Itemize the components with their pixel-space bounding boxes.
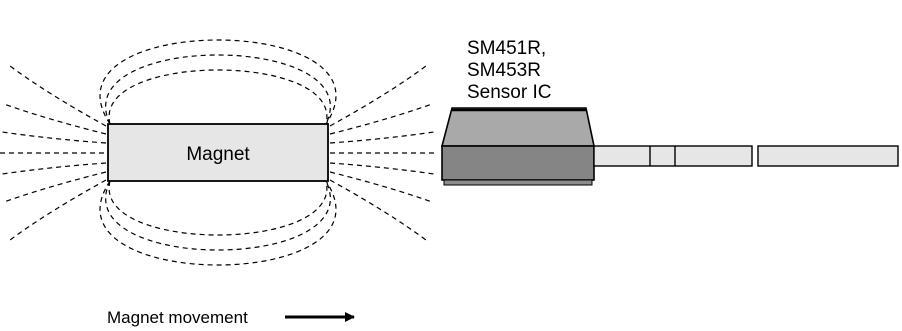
sensor-label-line-1: SM451R, [467,38,546,59]
sensor-lead-end [757,145,899,167]
field-line [329,179,427,241]
movement-label: Magnet movement [107,308,248,327]
field-line [3,171,107,203]
sensor-package-top [440,107,595,147]
field-line [1,131,107,144]
field-line [9,65,107,127]
magnetic-field-lines [0,39,438,266]
magnet-body [107,123,329,182]
sensor-label-line-2: SM453R [467,60,541,81]
field-line [329,171,433,203]
field-line [108,180,328,236]
magnet: Magnet [107,123,329,182]
field-line [105,180,331,251]
sensor-package-base [443,179,593,186]
sensor-package-body [441,145,595,181]
field-line [329,103,433,135]
field-line [3,103,107,135]
field-line [1,162,107,175]
sensor-label-line-3: Sensor IC [467,82,551,103]
field-line [99,180,337,266]
sensor-ic: SM451R, SM453R Sensor IC [440,38,899,186]
field-line [329,131,435,144]
sensor-lead [593,145,753,167]
magnet-label: Magnet [186,144,250,165]
magnet-movement: Magnet movement [107,308,355,327]
field-line [9,179,107,241]
field-line [99,39,337,125]
field-line [329,65,427,127]
field-line [108,69,328,125]
field-line [105,54,331,125]
field-line [329,162,435,175]
